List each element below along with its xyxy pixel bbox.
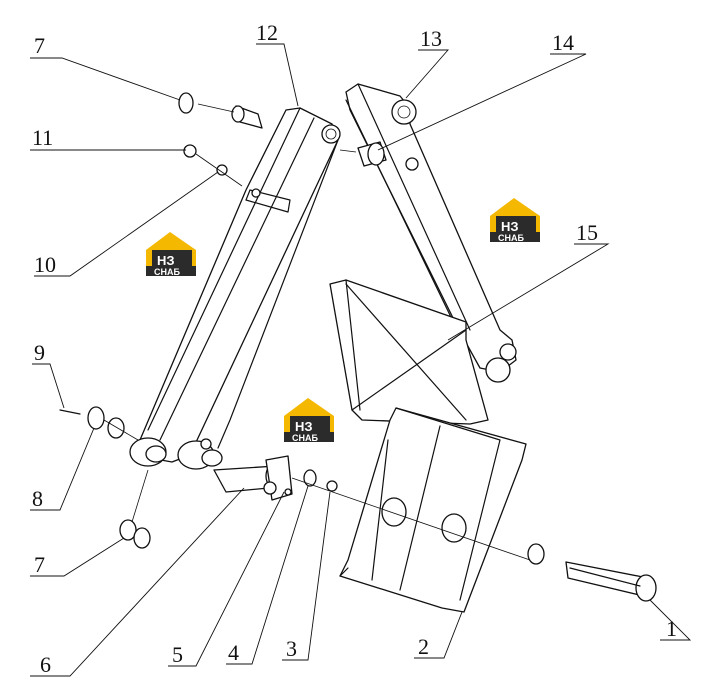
washer-7-bottom (119, 519, 137, 541)
top-hardware (178, 92, 387, 187)
nipple-10 (216, 164, 228, 176)
callout-13: 13 (420, 26, 442, 51)
callout-12: 12 (256, 20, 278, 45)
svg-text:НЗ: НЗ (501, 219, 519, 234)
svg-text:НЗ: НЗ (157, 253, 175, 268)
washer-1 (527, 543, 545, 565)
triangle-bracket (329, 279, 489, 425)
callout-1: 1 (666, 616, 677, 641)
callout-2: 2 (418, 634, 429, 659)
watermark-logo-1: НЗ СНАБ (146, 232, 196, 277)
washer-8 (87, 406, 105, 430)
callout-4: 4 (228, 640, 239, 665)
callout-15: 15 (576, 220, 598, 245)
callout-11: 11 (32, 125, 53, 150)
callout-8: 8 (32, 486, 43, 511)
svg-text:СНАБ: СНАБ (292, 433, 318, 443)
washer-8b (107, 417, 125, 439)
watermark-logo-2: НЗ СНАБ (490, 198, 540, 243)
svg-text:СНАБ: СНАБ (154, 267, 180, 277)
lower-pin-assembly (213, 455, 531, 561)
callouts: 7 11 10 12 13 14 15 9 8 7 6 5 4 (30, 20, 692, 677)
washer-4 (303, 469, 317, 487)
callout-9: 9 (34, 340, 45, 365)
left-boom-arm (129, 107, 341, 470)
callout-10: 10 (34, 252, 56, 277)
mount-block (339, 407, 527, 613)
callout-3: 3 (286, 636, 297, 661)
callout-7b: 7 (34, 552, 45, 577)
watermark-logo-3: НЗ СНАБ (284, 398, 334, 443)
svg-text:НЗ: НЗ (295, 419, 313, 434)
svg-text:СНАБ: СНАБ (498, 233, 524, 243)
callout-7a: 7 (34, 33, 45, 58)
callout-5: 5 (172, 642, 183, 667)
lower-left-hardware (59, 406, 151, 549)
callout-14: 14 (552, 30, 574, 55)
washer-7-top (178, 92, 194, 114)
callout-6: 6 (40, 652, 51, 677)
bolt-3 (326, 480, 338, 492)
right-pin (527, 543, 657, 602)
nipple-11 (183, 144, 197, 158)
